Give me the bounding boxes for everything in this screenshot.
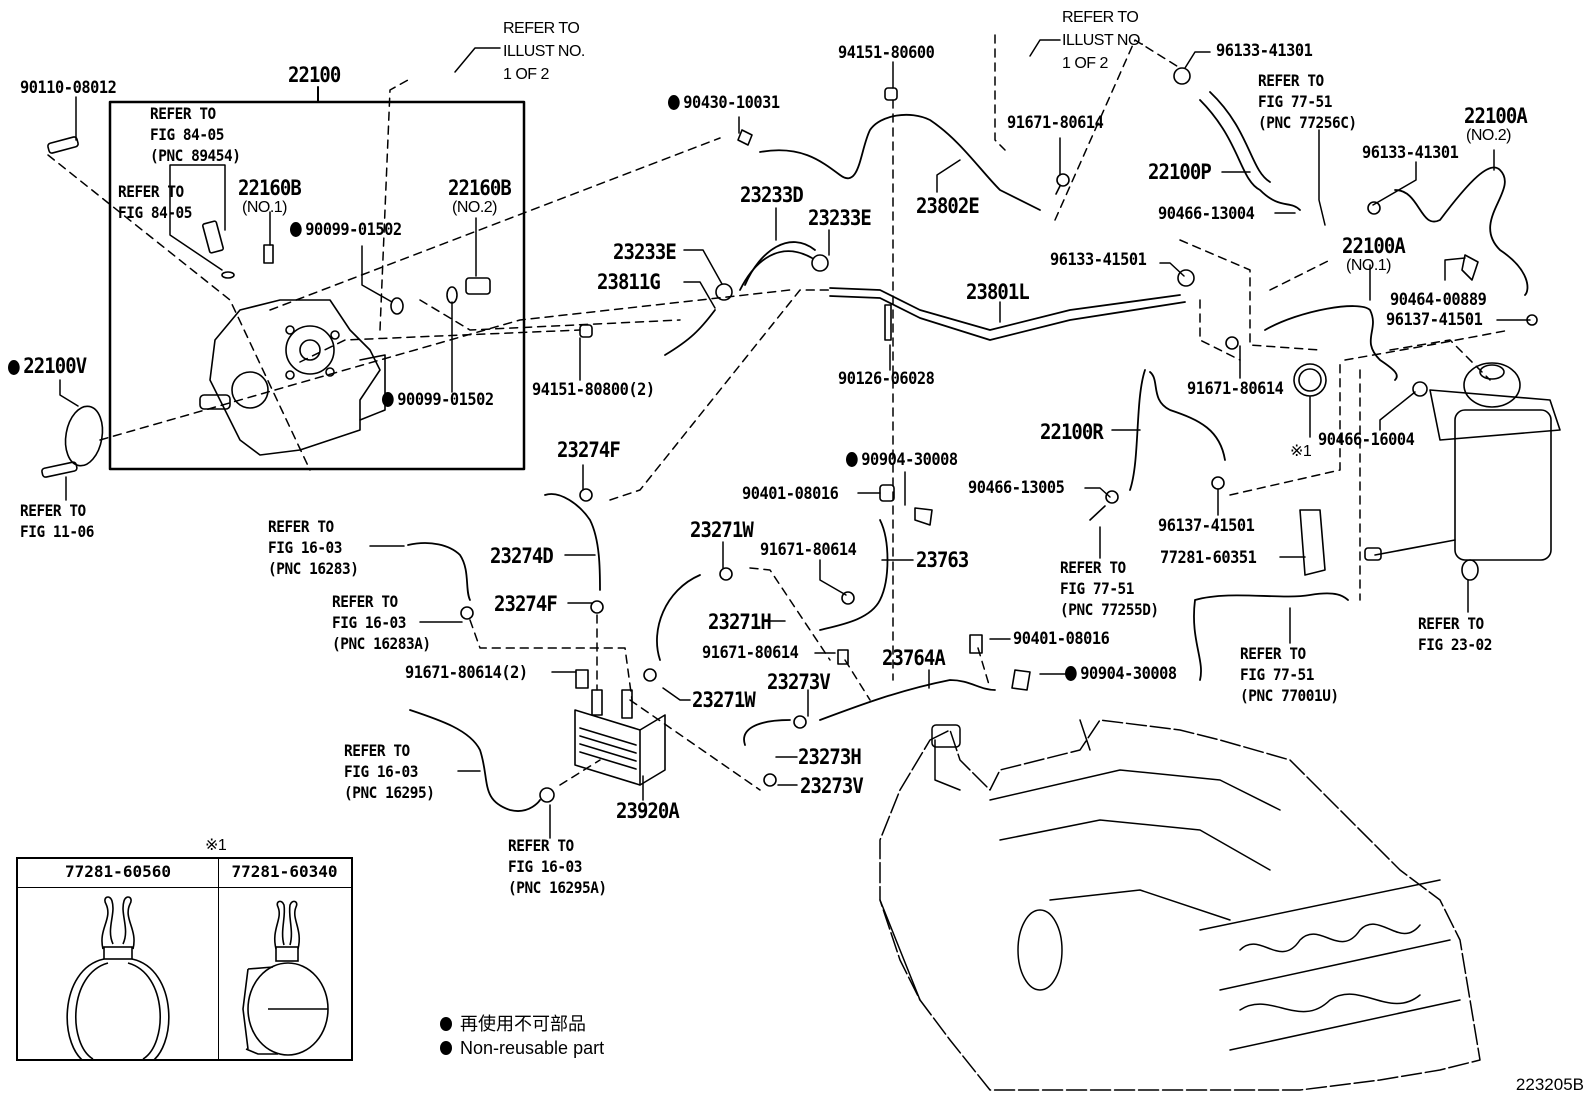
assembly-guide-lines [47, 34, 1511, 791]
figure-code: 223205B [1515, 1075, 1584, 1094]
callout-22160b-no2-sub: (NO.2) [452, 199, 498, 216]
callout-22100r[interactable]: 22100R [1040, 420, 1104, 444]
callout-96137-41501-lower[interactable]: 96137-41501 [1158, 516, 1255, 536]
legend-item-japanese: 再使用不可部品 [440, 1012, 604, 1036]
callout-94151-80800-2[interactable]: 94151-80800(2) [532, 380, 655, 400]
callout-23271h[interactable]: 23271H [708, 610, 772, 634]
callout-23273h[interactable]: 23273H [798, 745, 862, 769]
legend-item-non-reusable: Non-reusable part [440, 1036, 604, 1060]
refer-fig-84-05[interactable]: REFER TO FIG 84-05 [118, 182, 192, 222]
callout-91671-80614-2[interactable]: 91671-80614(2) [405, 663, 528, 683]
engine-block [879, 719, 1481, 1091]
callout-23920a[interactable]: 23920A [616, 799, 680, 823]
callout-90401-08016-upper[interactable]: 90401-08016 [742, 484, 839, 504]
callout-96133-41301-right[interactable]: 96133-41301 [1362, 143, 1459, 163]
callout-22100a-no1-sub: (NO.1) [1346, 257, 1392, 274]
fuel-filter [1364, 362, 1561, 581]
refer-fig-11-06[interactable]: REFER TO FIG 11-06 [20, 501, 94, 541]
callout-23274f-bottom[interactable]: 23274F [494, 592, 558, 616]
callout-90464-00889[interactable]: 90464-00889 [1390, 290, 1487, 310]
fastener-parts [41, 67, 1538, 803]
callout-90126-06028[interactable]: 90126-06028 [838, 369, 935, 389]
inset-header-row [18, 859, 351, 888]
callout-23801l[interactable]: 23801L [966, 280, 1030, 304]
callout-22100[interactable]: 22100 [288, 63, 341, 87]
inset-column-label[interactable]: 77281-60340 [231, 862, 338, 881]
callout-91671-80614-center[interactable]: 91671-80614 [760, 540, 857, 560]
callout-22160b-no2[interactable]: 22160B [448, 176, 512, 200]
callout-90466-13005[interactable]: 90466-13005 [968, 478, 1065, 498]
callout-23233d[interactable]: 23233D [740, 183, 804, 207]
callout-90466-16004[interactable]: 90466-16004 [1318, 430, 1415, 450]
clamp-closed-icon [242, 900, 329, 1056]
note-1-marker[interactable]: ※1 [1290, 443, 1312, 460]
inset-column-77281-60560: 77281-60560 [18, 859, 219, 1065]
callout-23763[interactable]: 23763 [916, 548, 969, 572]
callout-96137-41501-right[interactable]: 96137-41501 [1386, 310, 1483, 330]
callout-23233e-right[interactable]: 23233E [808, 206, 872, 230]
callout-96133-41301-top[interactable]: 96133-41301 [1216, 41, 1313, 61]
refer-fig-77-51-pnc-77255d[interactable]: REFER TO FIG 77-51 (PNC 77255D) [1060, 558, 1159, 619]
callout-22100a-no2[interactable]: 22100A [1464, 104, 1528, 128]
refer-fig-23-02[interactable]: REFER TO FIG 23-02 [1418, 614, 1492, 654]
fuel-supply-pump [199, 299, 386, 456]
callout-22100v[interactable]: 22100V [8, 354, 87, 378]
callout-23271w-top[interactable]: 23271W [690, 518, 754, 542]
refer-fig-77-51-pnc-77001u[interactable]: REFER TO FIG 77-51 (PNC 77001U) [1240, 644, 1339, 705]
callout-23274d[interactable]: 23274D [490, 544, 554, 568]
refer-fig-16-03-pnc-16295[interactable]: REFER TO FIG 16-03 (PNC 16295) [344, 741, 435, 802]
callout-23233e-left[interactable]: 23233E [613, 240, 677, 264]
callout-23273v-top[interactable]: 23273V [767, 670, 831, 694]
callout-91671-80614-mid[interactable]: 91671-80614 [1187, 379, 1284, 399]
callout-91671-80614-top[interactable]: 91671-80614 [1007, 113, 1104, 133]
callout-90401-08016-lower[interactable]: 90401-08016 [1013, 629, 1110, 649]
inset-column-77281-60340: 77281-60340 [218, 859, 351, 1059]
pump-assembly-frame [108, 86, 526, 471]
clamp-variants-inset: 77281-60560 77281-60340 [16, 857, 353, 1065]
clamp-open-icon [66, 896, 170, 1065]
pipes-and-hoses [407, 91, 1529, 812]
callout-90099-01502-upper[interactable]: 90099-01502 [290, 220, 402, 240]
callout-77281-60351[interactable]: 77281-60351 [1160, 548, 1257, 568]
refer-illust-1of2-left[interactable]: REFER TO ILLUST NO. 1 OF 2 [503, 20, 585, 83]
leader-lines [59, 39, 1531, 839]
callout-22100a-no1[interactable]: 22100A [1342, 234, 1406, 258]
callout-23273v-bottom[interactable]: 23273V [800, 774, 864, 798]
callout-22160b-no1-sub: (NO.1) [242, 199, 288, 216]
callout-23811g[interactable]: 23811G [597, 270, 661, 294]
refer-illust-1of2-right[interactable]: REFER TO ILLUST NO. 1 OF 2 [1062, 9, 1144, 72]
callout-22100p[interactable]: 22100P [1148, 160, 1212, 184]
refer-fig-16-03-pnc-16295a[interactable]: REFER TO FIG 16-03 (PNC 16295A) [508, 836, 607, 897]
callout-23271w-bottom[interactable]: 23271W [692, 688, 756, 712]
inset-column-label[interactable]: 77281-60560 [65, 862, 171, 881]
refer-fig-84-05-pnc-89454[interactable]: REFER TO FIG 84-05 (PNC 89454) [150, 104, 241, 165]
callout-23274f-top[interactable]: 23274F [557, 438, 621, 462]
callout-90110-08012[interactable]: 90110-08012 [20, 78, 117, 98]
callout-23764a[interactable]: 23764A [882, 646, 946, 670]
callout-90099-01502-lower[interactable]: 90099-01502 [382, 390, 494, 410]
callout-23802e[interactable]: 23802E [916, 194, 980, 218]
callout-22100a-no2-sub: (NO.2) [1466, 127, 1512, 144]
callout-90430-10031[interactable]: 90430-10031 [668, 93, 780, 113]
refer-fig-16-03-pnc-16283[interactable]: REFER TO FIG 16-03 (PNC 16283) [268, 517, 359, 578]
callout-90904-30008-upper[interactable]: 90904-30008 [846, 450, 958, 470]
callout-90904-30008-lower[interactable]: 90904-30008 [1065, 664, 1177, 684]
callout-94151-80600[interactable]: 94151-80600 [838, 43, 935, 63]
refer-fig-77-51-pnc-77256c[interactable]: REFER TO FIG 77-51 (PNC 77256C) [1258, 71, 1357, 132]
legend: 再使用不可部品 Non-reusable part [440, 1012, 604, 1060]
inset-title: ※1 [205, 837, 227, 854]
oil-cooler [574, 689, 666, 786]
callout-96133-41501[interactable]: 96133-41501 [1050, 250, 1147, 270]
callout-91671-80614-lower[interactable]: 91671-80614 [702, 643, 799, 663]
callout-90466-13004[interactable]: 90466-13004 [1158, 204, 1255, 224]
callout-22160b-no1[interactable]: 22160B [238, 176, 302, 200]
refer-fig-16-03-pnc-16283a[interactable]: REFER TO FIG 16-03 (PNC 16283A) [332, 592, 431, 653]
